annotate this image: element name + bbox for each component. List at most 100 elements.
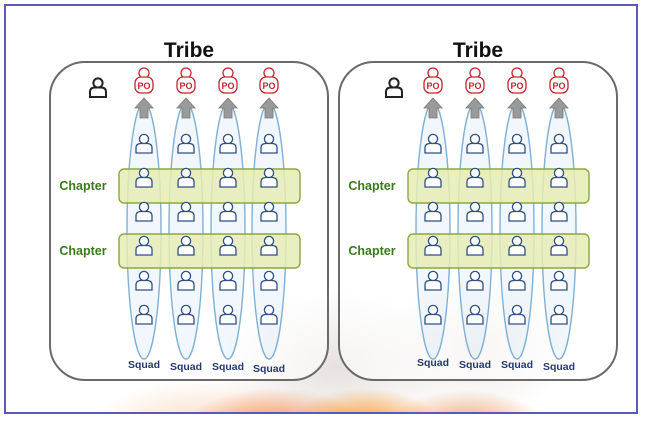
chapter-band xyxy=(407,168,590,204)
squad-member-icon xyxy=(219,201,237,222)
tribe-title-left: Tribe xyxy=(163,39,215,62)
squad-member-icon xyxy=(135,167,153,188)
up-arrow-icon xyxy=(259,97,279,119)
up-arrow-icon xyxy=(134,97,154,119)
tribe-lead-icon xyxy=(89,77,107,98)
squad-member-icon xyxy=(550,133,568,154)
squad-member-icon xyxy=(219,270,237,291)
squad-member-icon xyxy=(466,304,484,325)
product-owner-icon: PO xyxy=(134,67,154,94)
chapter-label: Chapter xyxy=(348,244,395,258)
product-owner-icon: PO xyxy=(218,67,238,94)
product-owner-icon: PO xyxy=(507,67,527,94)
up-arrow-icon xyxy=(549,97,569,119)
squad-member-icon xyxy=(135,133,153,154)
squad-member-icon xyxy=(424,133,442,154)
product-owner-icon: PO xyxy=(465,67,485,94)
product-owner-icon: PO xyxy=(549,67,569,94)
squad-member-icon xyxy=(466,235,484,256)
squad-member-icon xyxy=(219,304,237,325)
squad-member-icon xyxy=(550,201,568,222)
squad-member-icon xyxy=(508,270,526,291)
squad-column: PO Squad xyxy=(501,67,533,371)
chapter-label: Chapter xyxy=(59,244,106,258)
squad-member-icon xyxy=(508,133,526,154)
squad-member-icon xyxy=(424,304,442,325)
product-owner-icon: PO xyxy=(176,67,196,94)
squad-member-icon xyxy=(424,167,442,188)
squad-member-icon xyxy=(260,270,278,291)
squad-column: PO Squad xyxy=(128,67,160,371)
up-arrow-icon xyxy=(218,97,238,119)
squad-label: Squad xyxy=(212,361,244,373)
squad-label: Squad xyxy=(128,359,160,371)
squad-member-icon xyxy=(219,167,237,188)
tribe-diagram: ChapterChapterPOSquadPOSquadPOSquadPOSqu… xyxy=(59,67,590,375)
up-arrow-icon xyxy=(507,97,527,119)
squad-member-icon xyxy=(135,270,153,291)
squad-member-icon xyxy=(260,304,278,325)
squad-member-icon xyxy=(550,235,568,256)
squad-column: PO Squad xyxy=(253,67,285,375)
squad-column: PO Squad xyxy=(459,67,491,371)
squad-member-icon xyxy=(260,235,278,256)
squad-member-icon xyxy=(260,133,278,154)
squad-member-icon xyxy=(508,167,526,188)
po-label: PO xyxy=(426,81,439,91)
squad-member-icon xyxy=(135,304,153,325)
squad-member-icon xyxy=(260,167,278,188)
tribe-left: ChapterChapterPOSquadPOSquadPOSquadPOSqu… xyxy=(59,67,301,375)
up-arrow-icon xyxy=(176,97,196,119)
up-arrow-icon xyxy=(423,97,443,119)
squad-member-icon xyxy=(424,270,442,291)
squad-label: Squad xyxy=(501,359,533,371)
chapter-band xyxy=(407,233,590,269)
po-label: PO xyxy=(510,81,523,91)
squad-member-icon xyxy=(550,167,568,188)
squad-member-icon xyxy=(177,304,195,325)
po-label: PO xyxy=(137,81,150,91)
squad-member-icon xyxy=(508,235,526,256)
squad-member-icon xyxy=(177,201,195,222)
squad-column: PO Squad xyxy=(212,67,244,373)
squad-member-icon xyxy=(219,235,237,256)
po-label: PO xyxy=(221,81,234,91)
po-label: PO xyxy=(262,81,275,91)
squad-member-icon xyxy=(260,201,278,222)
squad-member-icon xyxy=(177,270,195,291)
chapter-label: Chapter xyxy=(59,179,106,193)
squad-member-icon xyxy=(508,201,526,222)
po-label: PO xyxy=(552,81,565,91)
squad-label: Squad xyxy=(170,361,202,373)
squad-member-icon xyxy=(508,304,526,325)
chapter-label: Chapter xyxy=(348,179,395,193)
po-label: PO xyxy=(468,81,481,91)
squad-column: PO Squad xyxy=(417,67,449,369)
product-owner-icon: PO xyxy=(259,67,279,94)
squad-member-icon xyxy=(424,201,442,222)
squad-member-icon xyxy=(550,304,568,325)
squad-member-icon xyxy=(177,235,195,256)
squad-member-icon xyxy=(177,167,195,188)
tribe-title-right: Tribe xyxy=(452,39,504,62)
squad-label: Squad xyxy=(417,357,449,369)
squad-member-icon xyxy=(466,270,484,291)
squad-member-icon xyxy=(135,201,153,222)
squad-label: Squad xyxy=(543,361,575,373)
squad-label: Squad xyxy=(253,363,285,375)
squad-member-icon xyxy=(424,235,442,256)
chapter-band xyxy=(118,233,301,269)
squad-column: PO Squad xyxy=(543,67,575,373)
squad-member-icon xyxy=(466,133,484,154)
squad-member-icon xyxy=(466,167,484,188)
po-label: PO xyxy=(179,81,192,91)
squad-member-icon xyxy=(466,201,484,222)
squad-column: PO Squad xyxy=(170,67,202,373)
squad-member-icon xyxy=(219,133,237,154)
squad-label: Squad xyxy=(459,359,491,371)
up-arrow-icon xyxy=(465,97,485,119)
product-owner-icon: PO xyxy=(423,67,443,94)
tribe-right: ChapterChapterPOSquadPOSquadPOSquadPOSqu… xyxy=(348,67,590,373)
squad-member-icon xyxy=(177,133,195,154)
